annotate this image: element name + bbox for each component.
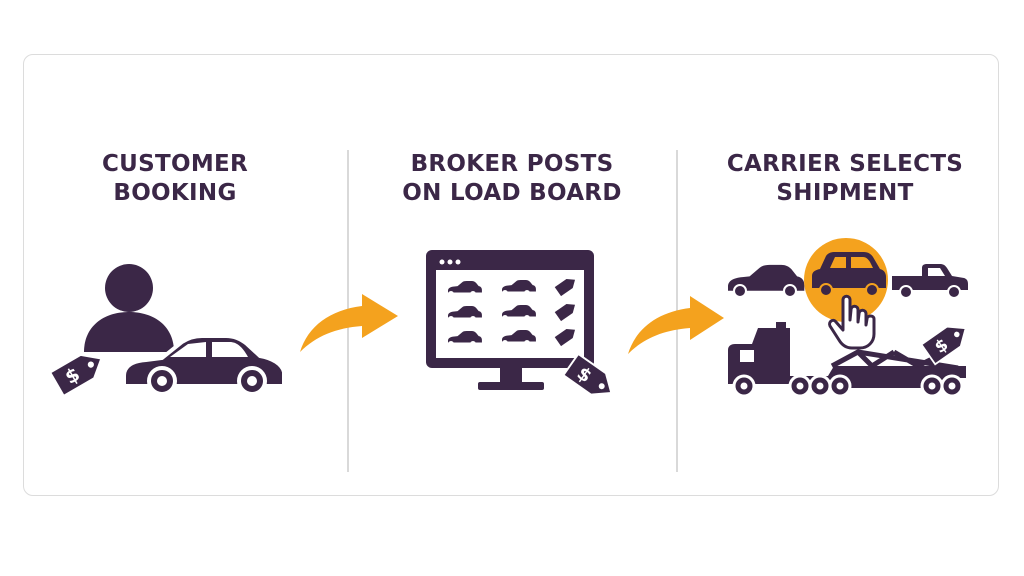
car-carrier-truck-icon bbox=[728, 322, 966, 398]
step-3-title: CARRIER SELECTS SHIPMENT bbox=[695, 150, 995, 208]
step-1-title-line-1: CUSTOMER bbox=[101, 151, 249, 177]
person-icon bbox=[84, 264, 174, 352]
arrow-right-icon bbox=[300, 294, 398, 352]
step-2-title-line-2: ON LOAD BOARD bbox=[402, 180, 622, 206]
pickup-icon bbox=[892, 264, 968, 299]
car-icon bbox=[122, 334, 286, 396]
price-tag-icon: $ bbox=[562, 352, 613, 396]
sedan-icon bbox=[728, 264, 805, 298]
load-board-listings bbox=[448, 275, 579, 347]
step-3-title-line-1: CARRIER SELECTS bbox=[726, 151, 964, 177]
step-3-title-line-2: SHIPMENT bbox=[776, 180, 914, 206]
price-tag-icon: $ bbox=[48, 353, 103, 398]
pointer-hand-icon bbox=[828, 294, 876, 350]
step-2-title-line-1: BROKER POSTS bbox=[410, 151, 614, 177]
step-2-title: BROKER POSTS ON LOAD BOARD bbox=[362, 150, 662, 208]
arrow-right-icon bbox=[628, 296, 724, 354]
suv-icon-highlighted bbox=[804, 238, 888, 322]
step-1-title-line-2: BOOKING bbox=[113, 180, 237, 206]
step-1-title: CUSTOMER BOOKING bbox=[25, 150, 325, 208]
price-tag-icon: $ bbox=[920, 325, 967, 366]
